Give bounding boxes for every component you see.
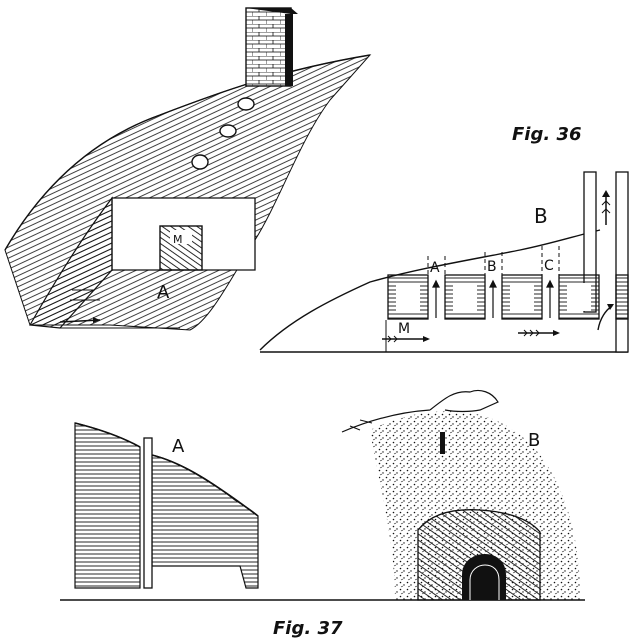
ventilator-chimney: [245, 7, 292, 87]
door-label-m: M: [173, 233, 183, 246]
mound-vent: [440, 432, 445, 454]
fig37-caption: Fig. 37: [273, 618, 343, 639]
vent-pipe: [143, 437, 153, 589]
vent-hole-2: [219, 124, 237, 138]
fig37-panel-a: A: [74, 422, 259, 589]
ground-profile: [259, 229, 601, 351]
intake-label-m: M: [398, 321, 410, 337]
flue-up-arrow: [601, 190, 611, 225]
fig36-panel-b: A B C M B: [259, 171, 629, 353]
mound-right: [151, 454, 259, 589]
chimney-shadow: [285, 14, 293, 86]
shaft-label-b: B: [487, 259, 497, 275]
earth-mass: [74, 422, 141, 589]
shaft-label-a: A: [430, 260, 440, 276]
chamber-row: [387, 274, 629, 320]
fig37-b-label: B: [528, 430, 540, 451]
shaft-up-arrows: [432, 279, 554, 318]
fig36-b-label: B: [534, 204, 548, 228]
flue-right: [615, 171, 629, 353]
left-retaining-wall: [29, 196, 113, 329]
intake-arrow: [382, 335, 430, 343]
exit-curve-arrow: [597, 304, 614, 331]
hill-outline: [4, 54, 371, 251]
vent-hole-3: [191, 154, 209, 170]
arched-doorway: [462, 554, 506, 600]
floor-flow-arrow: [518, 329, 560, 337]
fig36-caption: Fig. 36: [512, 124, 582, 145]
fig37-a-label: A: [172, 436, 185, 457]
shaft-label-c: C: [544, 258, 554, 274]
air-flow-arrow: [59, 317, 101, 323]
vent-hole-1: [237, 97, 255, 111]
fig36-panel-a: M A: [4, 7, 372, 331]
fig37-panel-b: B: [341, 389, 580, 601]
fig36-a-label: A: [157, 282, 170, 303]
